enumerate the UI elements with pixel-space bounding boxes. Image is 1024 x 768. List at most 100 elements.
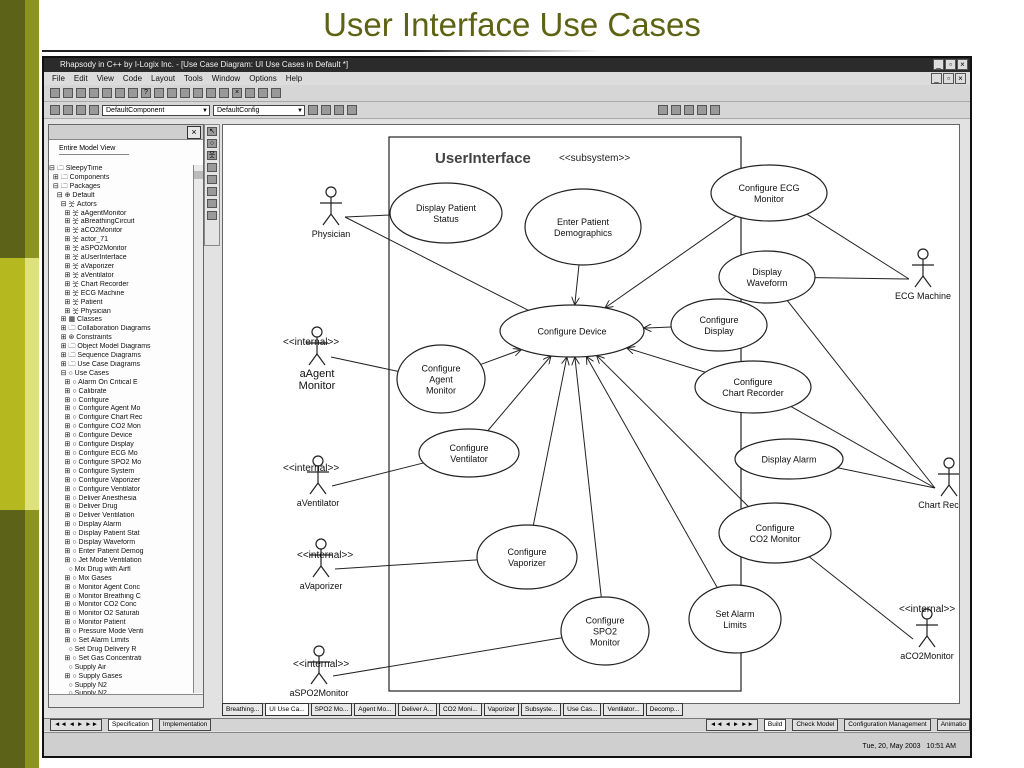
- tree-item[interactable]: ⊟ 🗀 Packages: [49, 182, 101, 190]
- association-line[interactable]: [786, 300, 936, 489]
- animate-icon[interactable]: [308, 105, 318, 115]
- doc-tab[interactable]: Breathing...: [222, 703, 264, 716]
- tree-item[interactable]: ⊞ ○ Set Alarm Limits: [49, 637, 130, 645]
- tree-item[interactable]: ⊞ 웃 ECG Machine: [49, 289, 125, 297]
- tree-item[interactable]: ⊞ ○ Configure System: [49, 467, 135, 475]
- tree-item[interactable]: ⊞ 🗀 Components: [49, 173, 110, 181]
- tree-item[interactable]: ⊞ ○ Display Patient Stat: [49, 530, 140, 538]
- tree-item[interactable]: ⊞ ○ Alarm On Critical E: [49, 378, 138, 386]
- actor-chart-recorder[interactable]: Chart Recorder: [918, 457, 959, 510]
- tree-item[interactable]: ⊞ ○ Monitor CO2 Conc: [49, 601, 137, 609]
- include-arrow[interactable]: [487, 356, 551, 432]
- doc-close-icon[interactable]: ×: [955, 73, 966, 84]
- doc-minimize-icon[interactable]: _: [931, 73, 942, 84]
- tree-item[interactable]: ⊞ 웃 aUserInterface: [49, 254, 127, 262]
- menu-window[interactable]: Window: [211, 74, 241, 83]
- undo-icon[interactable]: [154, 88, 164, 98]
- menu-edit[interactable]: Edit: [73, 74, 88, 83]
- minimize-icon[interactable]: _: [933, 59, 944, 70]
- open-icon[interactable]: [63, 88, 73, 98]
- association-line[interactable]: [808, 556, 914, 640]
- cut-icon[interactable]: [89, 88, 99, 98]
- tree-item[interactable]: ⊞ 웃 Patient: [49, 298, 103, 306]
- doc-tab[interactable]: Subsyste...: [520, 703, 562, 716]
- tree-item[interactable]: ⊞ ○ Display Waveform: [49, 539, 136, 547]
- select-tool-icon[interactable]: ↖: [207, 127, 217, 136]
- print-icon[interactable]: [128, 88, 138, 98]
- actor-vaporizer[interactable]: aVaporizer: [300, 538, 343, 591]
- tree-item[interactable]: ⊞ ○ Configure Agent Mo: [49, 405, 141, 413]
- browser-vertical-scrollbar[interactable]: [193, 165, 203, 693]
- tree-item[interactable]: ⊞ ○ Calibrate: [49, 387, 107, 395]
- actor-physician[interactable]: Physician: [312, 186, 351, 239]
- layout-3-icon[interactable]: [684, 105, 694, 115]
- tree-item[interactable]: ⊞ 웃 aVentilator: [49, 271, 114, 279]
- include-arrow[interactable]: [575, 357, 602, 598]
- browser-close-icon[interactable]: ×: [187, 126, 201, 139]
- break-icon[interactable]: [347, 105, 357, 115]
- actor-ecg-machine[interactable]: ECG Machine: [895, 248, 951, 301]
- association-line[interactable]: [334, 559, 478, 570]
- tree-item[interactable]: ⊞ ○ Set Gas Concentrati: [49, 654, 142, 662]
- association-line[interactable]: [790, 406, 936, 489]
- copy-icon[interactable]: [102, 88, 112, 98]
- tree-item[interactable]: ⊞ ○ Configure ECG Mo: [49, 450, 138, 457]
- layout-2-icon[interactable]: [671, 105, 681, 115]
- subsystem-boundary[interactable]: [388, 136, 742, 692]
- component-combo[interactable]: DefaultComponent: [102, 104, 210, 116]
- tree-item[interactable]: ⊞ 🗀 Use Case Diagrams: [49, 360, 141, 368]
- include-arrow[interactable]: [532, 357, 567, 526]
- use-case-configure-device[interactable]: Configure Device: [499, 304, 645, 358]
- tab-configuration-management[interactable]: Configuration Management: [844, 719, 931, 731]
- menu-file[interactable]: File: [52, 74, 65, 83]
- tree-item[interactable]: ⊞ ○ Configure Ventilator: [49, 485, 141, 493]
- new-icon[interactable]: [50, 88, 60, 98]
- association-line[interactable]: [814, 277, 910, 280]
- tab-animation[interactable]: Animatio: [936, 719, 970, 731]
- grid-icon[interactable]: [219, 88, 229, 98]
- tree-item[interactable]: ○ Supply N2: [49, 681, 107, 689]
- paste-icon[interactable]: [115, 88, 125, 98]
- restore-icon[interactable]: ▫: [945, 59, 956, 70]
- tree-item[interactable]: ⊞ ○ Enter Patient Demog: [49, 547, 144, 555]
- zoom-in-icon[interactable]: [180, 88, 190, 98]
- tree-item[interactable]: ⊞ 웃 aAgentMonitor: [49, 209, 127, 217]
- menu-code[interactable]: Code: [122, 74, 143, 83]
- doc-tab[interactable]: Ventilator...: [603, 703, 644, 716]
- tree-item[interactable]: ⊞ ○ Mix Gases: [49, 574, 112, 582]
- actor-spo2-monitor[interactable]: aSPO2Monitor: [289, 645, 349, 698]
- association-tool-icon[interactable]: [207, 175, 217, 184]
- tree-item[interactable]: ○ Mix Drug with Airfl: [49, 565, 131, 573]
- tree-item[interactable]: ⊞ 웃 aCO2Monitor: [49, 227, 123, 235]
- boundary-tool-icon[interactable]: [207, 211, 217, 220]
- tab-implementation[interactable]: Implementation: [158, 719, 212, 731]
- doc-tab[interactable]: Decomp...: [645, 703, 684, 716]
- use-case-tool-icon[interactable]: ○: [207, 139, 217, 148]
- output-nav-arrows-icon[interactable]: ◄◄ ◄ ► ►►: [705, 719, 758, 731]
- zoom-fit-icon[interactable]: [206, 88, 216, 98]
- association-line[interactable]: [344, 216, 529, 311]
- tree-item[interactable]: ⊞ 🗀 Object Model Diagrams: [49, 343, 151, 351]
- tree-item[interactable]: ⊟ ⊕ Default: [49, 191, 95, 199]
- tree-item[interactable]: ○ Supply Air: [49, 663, 107, 671]
- tree-item[interactable]: ⊞ ○ Display Alarm: [49, 521, 122, 529]
- tree-item[interactable]: ⊞ ○ Deliver Drug: [49, 503, 118, 511]
- tree-item[interactable]: ⊞ ⊛ Constraints: [49, 334, 112, 342]
- delete-icon[interactable]: ×: [232, 88, 242, 98]
- tree-item[interactable]: ⊞ ○ Deliver Ventilation: [49, 512, 135, 520]
- package-tool-icon[interactable]: [207, 163, 217, 172]
- tree-item[interactable]: ⊞ ○ Pressure Mode Venti: [49, 628, 144, 636]
- include-arrow[interactable]: [627, 348, 706, 373]
- doc-tab[interactable]: Use Cas...: [563, 703, 602, 716]
- go-icon[interactable]: [334, 105, 344, 115]
- layout-5-icon[interactable]: [710, 105, 720, 115]
- tree-item[interactable]: ⊞ ○ Monitor O2 Saturati: [49, 610, 140, 618]
- close-icon[interactable]: ×: [957, 59, 968, 70]
- tree-item[interactable]: ⊞ ○ Configure Chart Rec: [49, 414, 143, 422]
- doc-tab[interactable]: Deliver A...: [397, 703, 437, 716]
- locate-icon[interactable]: [271, 88, 281, 98]
